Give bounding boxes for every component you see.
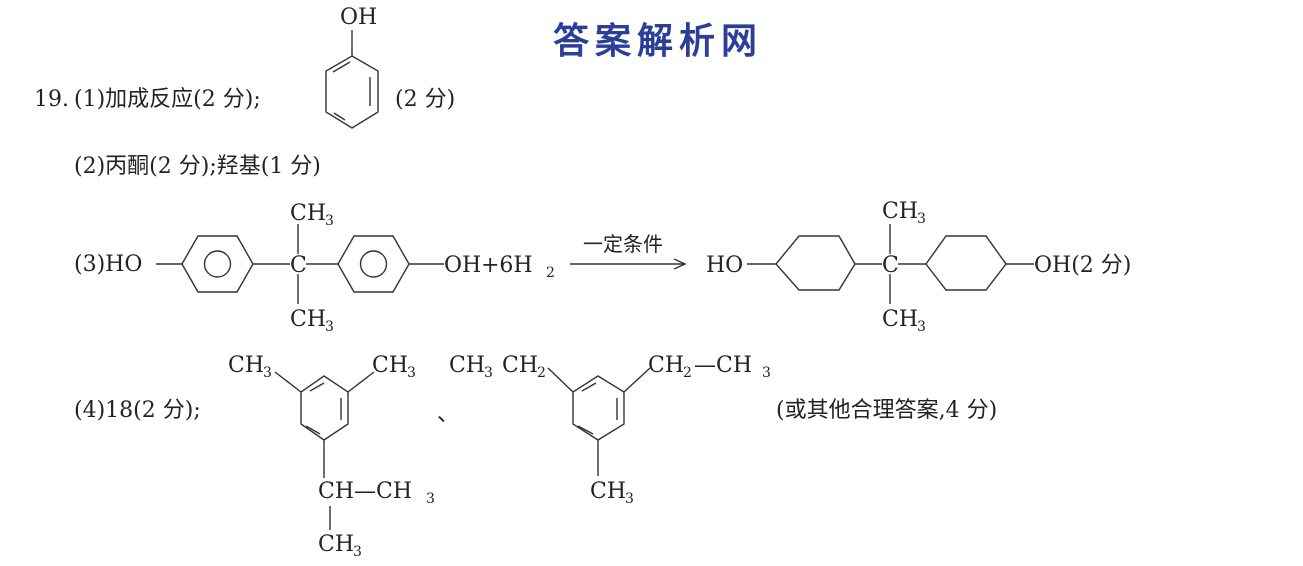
part1-score: (2 分) — [395, 87, 456, 112]
s1-left-ch3: CH — [228, 353, 264, 378]
svg-text:3: 3 — [917, 211, 926, 227]
product-oh-score: OH(2 分) — [1034, 253, 1131, 278]
structure-trimethyl-isopropyl: CH 3 CH 3 CH—CH 3 CH 3 — [228, 353, 435, 560]
watermark-title: 答案解析网 — [553, 21, 764, 62]
svg-text:3: 3 — [762, 365, 771, 381]
s2-left-ch3: CH — [449, 353, 485, 378]
hydrogen-term: +6H — [481, 253, 533, 278]
reactant-center-c: C — [290, 253, 307, 278]
svg-text:2: 2 — [546, 265, 555, 281]
phenol-oh-label: OH — [340, 5, 377, 30]
phenol-structure: OH — [325, 5, 379, 129]
reactant-oh: OH — [444, 253, 481, 278]
question-number: 19. — [34, 87, 69, 112]
svg-text:3: 3 — [325, 213, 334, 229]
reactant-bottom-ch3: CH — [290, 307, 326, 332]
reaction-arrow: 一定条件 — [570, 232, 687, 270]
s1-ch-ch3: CH—CH — [318, 479, 412, 504]
svg-text:3: 3 — [917, 319, 926, 335]
svg-text:3: 3 — [263, 365, 272, 381]
reactant-top-ch3: CH — [290, 201, 326, 226]
svg-text:2: 2 — [683, 365, 692, 381]
svg-text:2: 2 — [537, 365, 546, 381]
svg-text:3: 3 — [625, 491, 634, 507]
svg-text:3: 3 — [426, 491, 435, 507]
s2-bottom-ch3: CH — [590, 479, 626, 504]
bisphenol-reactant: C CH 3 CH 3 OH +6H 2 — [156, 201, 555, 335]
product-top-ch3: CH — [882, 199, 918, 224]
condition-label: 一定条件 — [583, 232, 663, 256]
part1-label: (1)加成反应(2 分); — [74, 87, 261, 112]
structure-diethyl-methyl: CH 3 CH 2 CH 2 —CH 3 CH 3 — [449, 353, 771, 507]
s2-right-ch2: CH — [648, 353, 684, 378]
part3-label: (3)HO — [74, 252, 143, 277]
product-center-c: C — [882, 253, 899, 278]
s2-right-ch3: —CH — [694, 353, 752, 378]
s1-bottom-ch3: CH — [318, 532, 354, 557]
s1-right-ch3: CH — [372, 353, 408, 378]
s2-left-ch2: CH — [502, 353, 538, 378]
part4-note: (或其他合理答案,4 分) — [776, 398, 998, 423]
svg-text:3: 3 — [407, 365, 416, 381]
part4-label: (4)18(2 分); — [74, 398, 201, 423]
svg-text:3: 3 — [353, 544, 362, 560]
product-bottom-ch3: CH — [882, 307, 918, 332]
svg-text:3: 3 — [325, 319, 334, 335]
part2-text: (2)丙酮(2 分);羟基(1 分) — [74, 154, 321, 179]
separator-comma: 、 — [437, 402, 460, 427]
hydrogenated-product: HO C CH 3 CH 3 OH(2 分) — [706, 199, 1131, 335]
product-ho: HO — [706, 253, 743, 278]
svg-text:3: 3 — [484, 365, 493, 381]
